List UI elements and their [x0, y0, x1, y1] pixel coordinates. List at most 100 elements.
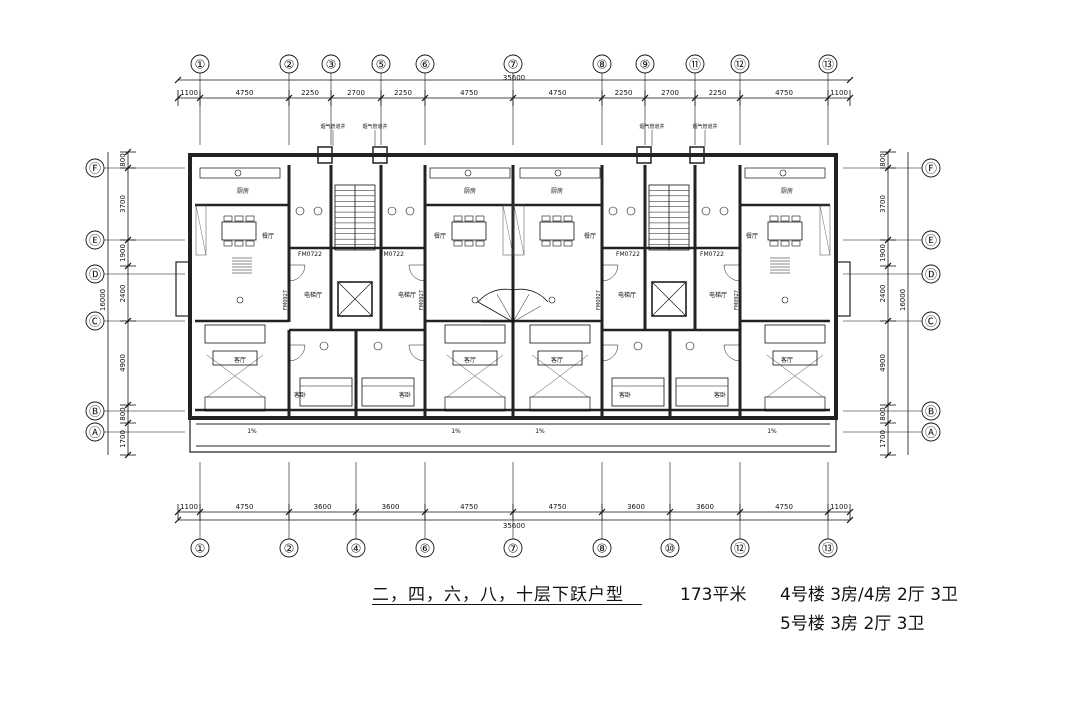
plan-title-underline [372, 604, 642, 605]
door-swing [408, 264, 426, 282]
axis-right-circle [921, 422, 941, 442]
sofa [444, 324, 506, 344]
toilet [608, 206, 618, 216]
sofa [529, 324, 591, 344]
door-swing [601, 344, 619, 362]
dining-chair [223, 240, 233, 247]
axis-left-label: Ⓓ [89, 268, 101, 282]
tv-cabinet [204, 396, 266, 412]
door-swing [723, 264, 741, 282]
top-dimension-label: 1100 [180, 89, 198, 97]
bottom-dimension-label: 4750 [460, 503, 478, 511]
axis-right-label: Ⓒ [925, 315, 937, 329]
axis-bottom-label: ② [284, 542, 295, 556]
elevator-shaft [651, 281, 687, 317]
overall-tick [174, 76, 182, 84]
plan-title: 二，四，六，八，十层下跃户型 [372, 585, 624, 605]
right-dimension-tick [884, 148, 892, 156]
axis-left-circle [85, 311, 105, 331]
bottom-dimension-label: 1100 [830, 503, 848, 511]
storage-hatch [513, 204, 525, 256]
flue-shaft [317, 146, 333, 164]
axis-left-label: Ⓔ [89, 234, 101, 248]
overall-width-top: 35600 [503, 74, 525, 82]
door-swing [288, 264, 306, 282]
overall-tick [846, 76, 854, 84]
axis-top-label: ⑨ [640, 58, 651, 72]
label-kitchen: 厨房 [464, 187, 476, 195]
dining-chair [234, 215, 244, 222]
label-slope: 1% [767, 428, 777, 435]
axis-bottom-circle [346, 538, 366, 558]
right-dimension-label: 800 [879, 153, 887, 166]
label-dining: 餐厅 [746, 232, 758, 240]
rug-diagonal [531, 354, 589, 398]
elevator-shaft [337, 281, 373, 317]
left-dimension-tick [124, 262, 132, 270]
axis-right-circle [921, 311, 941, 331]
storage-hatch-line [502, 204, 514, 256]
axis-top-circle [190, 54, 210, 74]
label-dining: 餐厅 [262, 232, 274, 240]
dining-chair [464, 215, 474, 222]
coffee-table [212, 350, 258, 366]
bed [611, 377, 665, 407]
spiral-stair [512, 288, 549, 303]
bottom-dimension-label: 4750 [775, 503, 793, 511]
right-dimension-tick [884, 401, 892, 409]
axis-bottom-label: ⑫ [734, 542, 746, 556]
axis-left-circle [85, 401, 105, 421]
label-dining: 餐厅 [584, 232, 596, 240]
toilet [719, 206, 729, 216]
toilet [319, 341, 329, 351]
sofa [204, 324, 266, 344]
axis-top-label: ⑪ [689, 58, 701, 72]
left-dimension-tick [124, 419, 132, 427]
left-dimension-label: 800 [119, 407, 127, 420]
overall-tick [846, 516, 854, 524]
axis-bottom-circle [503, 538, 523, 558]
label-door-fm: FM0722 [380, 251, 404, 258]
axis-right-circle [921, 158, 941, 178]
dining-chair [769, 240, 779, 247]
bed [675, 377, 729, 407]
bottom-dimension-label: 3600 [314, 503, 332, 511]
left-dimension-tick [124, 401, 132, 409]
toilet [405, 206, 415, 216]
top-dimension-label: 4750 [460, 89, 478, 97]
right-dimension-tick [884, 419, 892, 427]
right-dimension-label: 800 [879, 407, 887, 420]
flue-shaft [636, 146, 652, 164]
top-dimension-label: 4750 [775, 89, 793, 97]
axis-top-label: ⑤ [376, 58, 387, 72]
building-5-spec: 5号楼 3房 2厅 3卫 [780, 614, 925, 634]
axis-bottom-label: ④ [351, 542, 362, 556]
right-dimension-label: 4900 [879, 354, 887, 372]
axis-left-circle [85, 422, 105, 442]
axis-top-label: ① [195, 58, 206, 72]
label-living: 客厅 [464, 356, 476, 364]
left-dimension-label: 1700 [119, 430, 127, 448]
coffee-table [772, 350, 818, 366]
axis-bottom-label: ⑦ [508, 542, 519, 556]
dining-chair [245, 215, 255, 222]
tv-cabinet [764, 396, 826, 412]
tv-cabinet [529, 396, 591, 412]
sofa [764, 324, 826, 344]
label-door-fm: FM0722 [700, 251, 724, 258]
axis-top-label: ⑧ [597, 58, 608, 72]
coffee-table [452, 350, 498, 366]
top-dimension-label: 1100 [830, 89, 848, 97]
label-door-fm2: FM0927 [734, 290, 740, 310]
bottom-dimension-label: 4750 [236, 503, 254, 511]
bay-window-right [835, 261, 851, 317]
axis-bottom-label: ⑥ [420, 542, 431, 556]
label-door-fm2: FM0927 [596, 290, 602, 310]
axis-right-label: Ⓕ [925, 162, 937, 176]
left-dimension-total: 16000 [99, 289, 107, 311]
label-door-fm: FM0722 [298, 251, 322, 258]
toilet [295, 206, 305, 216]
flue-shaft [689, 146, 705, 164]
axis-left-circle [85, 158, 105, 178]
label-kitchen: 厨房 [551, 187, 563, 195]
